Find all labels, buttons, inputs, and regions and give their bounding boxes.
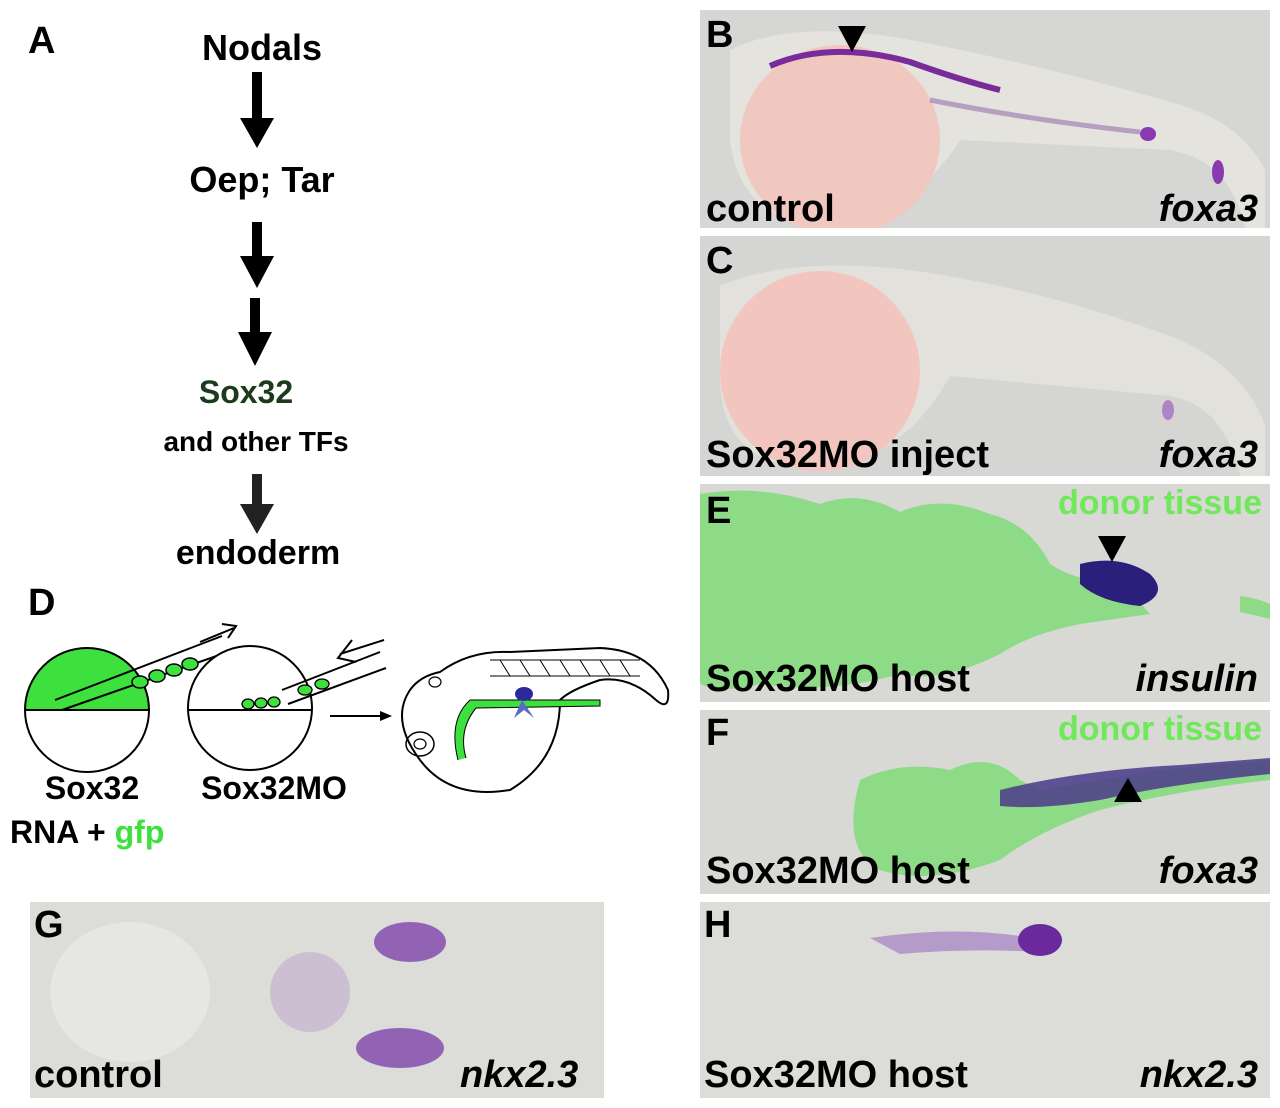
arrow-step-sox32 bbox=[238, 298, 272, 366]
donor-label: Sox32 bbox=[44, 770, 140, 806]
panel-h-image bbox=[700, 902, 1270, 1098]
panel-h-condition: Sox32MO host bbox=[704, 1054, 968, 1096]
larva-drawing bbox=[401, 646, 670, 793]
donor-label-gfp: gfp bbox=[114, 814, 165, 850]
panel-e-condition: Sox32MO host bbox=[706, 658, 970, 700]
panel-d-letter: D bbox=[28, 582, 56, 624]
panel-c-gene: foxa3 bbox=[1158, 434, 1258, 476]
donor-embryo bbox=[24, 647, 150, 773]
flow-node-endoderm: endoderm bbox=[175, 534, 341, 572]
panel-e-image bbox=[700, 484, 1270, 702]
panel-g-gene: nkx2.3 bbox=[460, 1054, 579, 1096]
panel-a-letter: A bbox=[28, 20, 56, 62]
panel-c-condition: Sox32MO inject bbox=[706, 434, 989, 476]
host-label: Sox32MO bbox=[201, 770, 347, 806]
panel-e-overlay: donor tissue bbox=[1057, 484, 1262, 522]
donor-label-2: RNA + gfp bbox=[10, 816, 164, 848]
arrow-sox32-endoderm bbox=[240, 474, 274, 534]
panel-f-image bbox=[700, 710, 1270, 894]
panel-e-gene: insulin bbox=[1135, 658, 1258, 700]
panel-b-gene: foxa3 bbox=[1158, 188, 1258, 230]
panel-c-image bbox=[700, 236, 1270, 476]
panel-f-letter: F bbox=[706, 712, 730, 754]
arrow-oep-step bbox=[240, 222, 274, 288]
flow-node-other-tfs: and other TFs bbox=[163, 426, 349, 457]
panel-g-condition: control bbox=[34, 1054, 163, 1096]
flow-node-sox32: Sox32 bbox=[198, 374, 294, 410]
flow-node-nodals: Nodals bbox=[201, 27, 323, 68]
panel-g-letter: G bbox=[34, 904, 64, 946]
panel-b-image bbox=[700, 10, 1270, 228]
donor-needle bbox=[54, 623, 238, 711]
panel-f-condition: Sox32MO host bbox=[706, 850, 970, 892]
panel-b-letter: B bbox=[706, 14, 734, 56]
arrow-nodals-oep bbox=[240, 72, 274, 148]
panel-c-letter: C bbox=[706, 240, 734, 282]
result-arrow bbox=[330, 711, 392, 721]
panel-f-overlay: donor tissue bbox=[1057, 710, 1262, 748]
panel-g-image bbox=[30, 902, 604, 1098]
panel-f-gene: foxa3 bbox=[1158, 850, 1258, 892]
flow-node-oep-tar: Oep; Tar bbox=[189, 159, 335, 200]
panel-b-condition: control bbox=[706, 188, 835, 230]
donor-label-rna: RNA + bbox=[10, 814, 115, 850]
panel-h-letter: H bbox=[704, 904, 732, 946]
host-needle bbox=[281, 639, 387, 705]
host-embryo bbox=[187, 645, 313, 771]
panel-e-letter: E bbox=[706, 490, 732, 532]
panel-h-gene: nkx2.3 bbox=[1139, 1054, 1258, 1096]
